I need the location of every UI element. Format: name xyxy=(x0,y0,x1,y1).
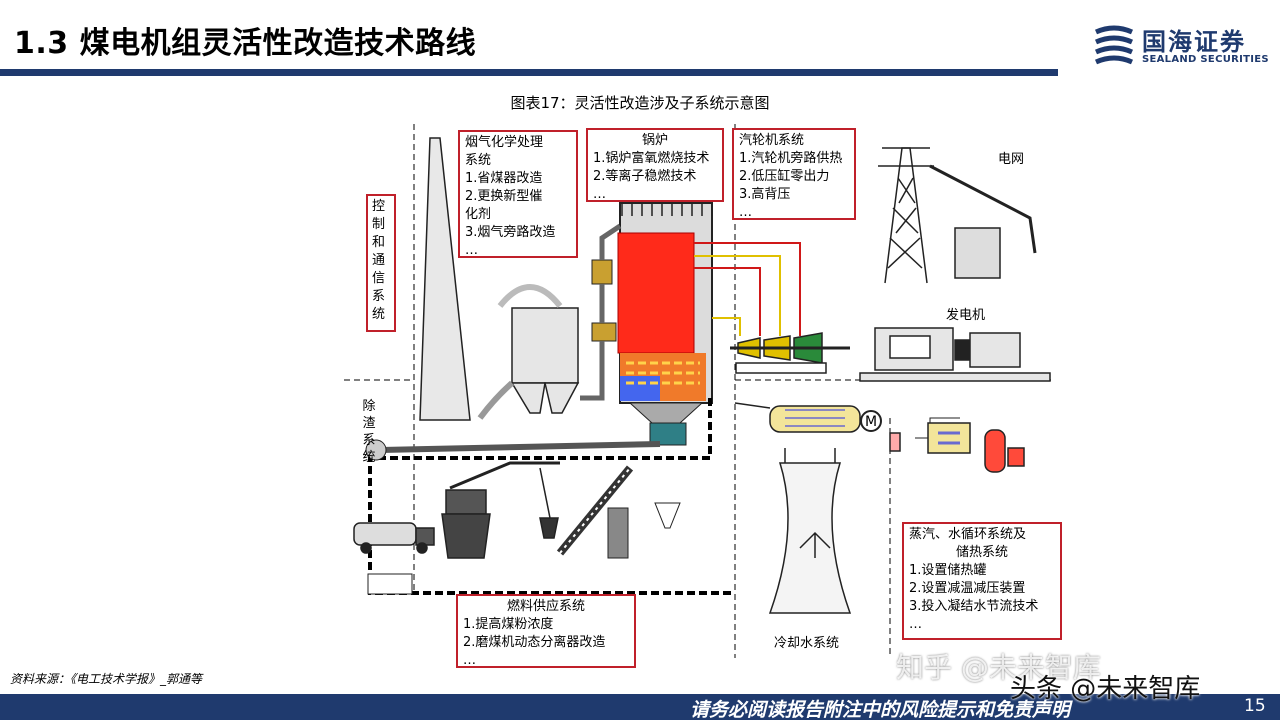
source-note: 资料来源：《电工技术学报》_郭通等 xyxy=(10,672,203,686)
cooling-water-label: 冷却水系统 xyxy=(774,636,840,651)
generator-label: 发电机 xyxy=(946,308,986,323)
figure-caption: 图表17：灵活性改造涉及子系统示意图 xyxy=(510,94,770,112)
crane-icon xyxy=(441,461,560,559)
transmission-tower-icon xyxy=(878,147,1037,284)
coal-truck-icon xyxy=(353,522,435,554)
sealand-logo-icon xyxy=(1094,25,1134,65)
generator-icon xyxy=(859,327,1051,382)
heater-icon xyxy=(889,422,1025,473)
zhihu-watermark: 知乎 @未来智库 xyxy=(896,651,1101,684)
turbine-system-box: 汽轮机系统 1.汽轮机旁路供热 2.低压缸零出力 3.高背压 … xyxy=(732,128,856,220)
cooling-tower-icon xyxy=(768,448,852,614)
chimney-icon xyxy=(419,137,471,421)
company-logo: 国海证券 SEALAND SECURITIES xyxy=(1092,20,1272,70)
motor-symbol: M xyxy=(860,410,882,432)
turbine-icon xyxy=(730,332,850,374)
boiler-icon xyxy=(617,202,713,446)
boiler-box: 锅炉 1.锅炉富氧燃烧技术 2.等离子稳燃技术 … xyxy=(586,128,724,202)
flexibility-retrofit-diagram: 烟气化学处理 系统 1.省煤器改造 2.更换新型催 化剂 3.烟气旁路改造 … … xyxy=(330,118,1070,678)
logo-chinese-name: 国海证券 xyxy=(1142,28,1246,56)
steam-water-storage-box: 蒸汽、水循环系统及 储热系统 1.设置储热罐 2.设置减温减压装置 3.投入凝结… xyxy=(902,522,1062,640)
slag-removal-label: 除渣系统 xyxy=(362,399,376,465)
page-number: 15 xyxy=(1244,696,1266,716)
disclaimer-text: 请务必阅读报告附注中的风险提示和免责声明 xyxy=(690,699,1071,721)
flue-gas-treatment-box: 烟气化学处理 系统 1.省煤器改造 2.更换新型催 化剂 3.烟气旁路改造 … xyxy=(458,130,578,258)
title-divider xyxy=(0,69,1058,76)
logo-english-name: SEALAND SECURITIES xyxy=(1142,54,1269,65)
fuel-supply-box: 燃料供应系统 1.提高煤粉浓度 2.磨煤机动态分离器改造 … xyxy=(456,594,636,668)
page-title: 1.3 煤电机组灵活性改造技术路线 xyxy=(14,26,477,61)
footer-bar: 请务必阅读报告附注中的风险提示和免责声明 15 xyxy=(0,694,1280,721)
plant-schematic xyxy=(344,124,1055,658)
toutiao-watermark: 头条 @未来智库 xyxy=(1010,674,1201,704)
grid-label: 电网 xyxy=(998,152,1025,167)
precipitator-icon xyxy=(477,284,580,420)
control-communication-box: 控制和通信系统 xyxy=(366,194,396,332)
condenser-icon xyxy=(734,402,861,433)
